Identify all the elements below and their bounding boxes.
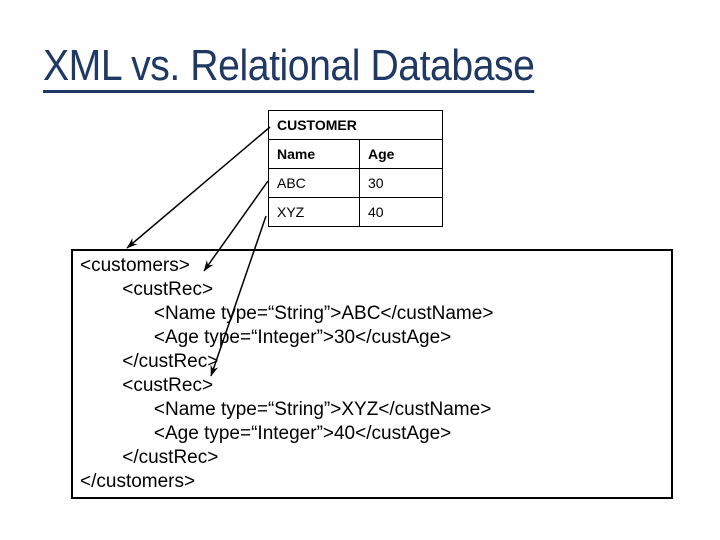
code-line: </customers>	[80, 471, 196, 492]
code-line: </custRec>	[80, 351, 219, 372]
table-row: ABC 30	[268, 168, 443, 198]
page-title: XML vs. Relational Database	[43, 44, 535, 93]
code-line: </custRec>	[80, 447, 219, 468]
cell-age: 40	[359, 197, 443, 227]
table-row: XYZ 40	[268, 197, 443, 227]
table-title-row: CUSTOMER	[268, 110, 443, 140]
cell-name: XYZ	[268, 197, 360, 227]
code-line: <Name type=“String”>ABC</custName>	[80, 303, 494, 324]
code-line: <Age type=“Integer”>30</custAge>	[80, 327, 452, 348]
table-header-row: Name Age	[268, 139, 443, 169]
connector-line-customer-to-customers	[126, 126, 271, 249]
code-line: <Name type=“String”>XYZ</custName>	[80, 399, 492, 420]
column-header-age: Age	[359, 139, 443, 169]
cell-age: 30	[359, 168, 443, 198]
customer-table: CUSTOMER Name Age ABC 30 XYZ 40	[268, 110, 443, 227]
xml-code-box: <customers> <custRec> <Name type=“String…	[71, 249, 673, 499]
code-line: <Age type=“Integer”>40</custAge>	[80, 423, 452, 444]
code-line: <custRec>	[80, 375, 214, 396]
code-line: <custRec>	[80, 279, 214, 300]
table-title: CUSTOMER	[268, 110, 443, 140]
code-line: <customers>	[80, 255, 190, 276]
column-header-name: Name	[268, 139, 360, 169]
cell-name: ABC	[268, 168, 360, 198]
